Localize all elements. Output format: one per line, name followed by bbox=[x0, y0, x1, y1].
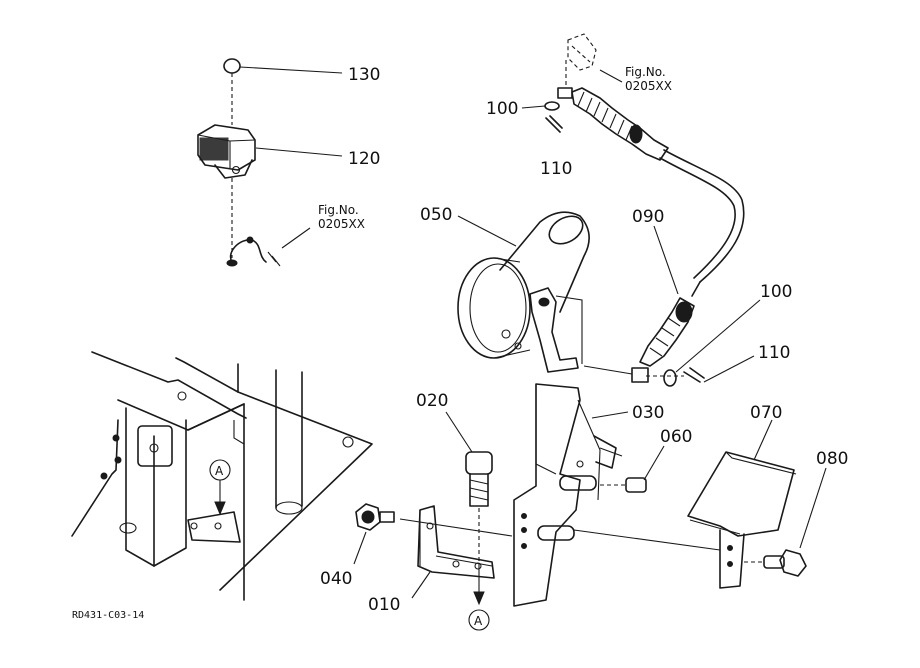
locknut-top bbox=[629, 124, 643, 144]
leader-100-right bbox=[675, 299, 761, 373]
fig-ref-top-line1: Fig.No. bbox=[625, 65, 666, 79]
drawing-code: RD431-C03-14 bbox=[72, 610, 144, 621]
fig-ref-left-line1: Fig.No. bbox=[318, 203, 359, 217]
washer-part-100-top bbox=[544, 101, 560, 111]
wire-harness bbox=[229, 239, 267, 263]
leader-120 bbox=[255, 147, 343, 157]
bracket-part-030 bbox=[513, 383, 623, 607]
motor-arm bbox=[529, 287, 579, 373]
callout-020: 020 bbox=[416, 391, 448, 411]
bolt-part-080 bbox=[744, 549, 807, 577]
break-mark bbox=[267, 251, 281, 267]
callout-100-right: 100 bbox=[760, 282, 792, 302]
frame-mount-bracket bbox=[187, 511, 241, 543]
bracket-part-010 bbox=[399, 505, 513, 579]
rod-end-part-090 bbox=[583, 281, 705, 387]
callout-090: 090 bbox=[632, 207, 664, 227]
pin-part-110-right bbox=[683, 367, 705, 383]
leader-050 bbox=[457, 215, 517, 247]
callout-100-top: 100 bbox=[486, 99, 518, 119]
bolt-part-040 bbox=[355, 503, 395, 531]
leader-130 bbox=[239, 66, 343, 74]
ghost-lever bbox=[567, 33, 597, 71]
bolt-part-020 bbox=[465, 451, 493, 566]
callout-050: 050 bbox=[420, 205, 452, 225]
ref-marker-a-bottom bbox=[468, 609, 490, 631]
leader-fig-left bbox=[281, 227, 311, 249]
fig-ref-top-line2: 0205XX bbox=[625, 79, 672, 93]
sensor-assembly bbox=[197, 58, 281, 267]
callout-110-right: 110 bbox=[758, 343, 790, 363]
callout-080: 080 bbox=[816, 449, 848, 469]
fig-ref-left-line2: 0205XX bbox=[318, 217, 365, 231]
pin-part-110-top bbox=[545, 115, 563, 133]
leader-100-top bbox=[521, 105, 546, 109]
motor-part-050 bbox=[457, 211, 590, 373]
leader-080 bbox=[799, 467, 827, 549]
leader-110-right bbox=[703, 355, 755, 383]
leader-040 bbox=[353, 531, 367, 565]
washer-part-100-right bbox=[663, 369, 677, 387]
leader-090 bbox=[653, 225, 679, 295]
ref-marker-a-frame-label: A bbox=[215, 464, 224, 478]
callout-060: 060 bbox=[660, 427, 692, 447]
cable-end-assembly bbox=[544, 33, 745, 283]
floor-plate bbox=[219, 391, 373, 591]
leader-020 bbox=[445, 411, 473, 453]
motor-plate bbox=[555, 295, 583, 364]
callout-030: 030 bbox=[632, 403, 664, 423]
leader-060 bbox=[643, 445, 665, 481]
leader-030 bbox=[591, 411, 629, 419]
callout-070: 070 bbox=[750, 403, 782, 423]
cover-link-line bbox=[573, 529, 721, 551]
ref-marker-a-bottom-label: A bbox=[474, 614, 483, 628]
stud-lower bbox=[537, 525, 575, 541]
callout-130: 130 bbox=[348, 65, 380, 85]
leader-010 bbox=[411, 571, 431, 599]
bolt-part-060 bbox=[600, 477, 647, 493]
cover-flange bbox=[719, 529, 745, 589]
frame-clamp bbox=[137, 425, 173, 467]
arrow-head-a bbox=[473, 591, 485, 606]
callout-110-top: 110 bbox=[540, 159, 572, 179]
wire-connector bbox=[246, 236, 254, 244]
callout-010: 010 bbox=[368, 595, 400, 615]
clevis-end bbox=[631, 367, 649, 383]
switch-part-120 bbox=[197, 124, 256, 179]
cover-part-070 bbox=[573, 451, 797, 589]
cable-thread-top bbox=[571, 87, 669, 161]
callout-120: 120 bbox=[348, 149, 380, 169]
clevis-pin bbox=[557, 87, 573, 99]
wire-terminal bbox=[226, 259, 238, 267]
cable-sheath bbox=[663, 149, 745, 283]
callout-040: 040 bbox=[320, 569, 352, 589]
rod-link-line bbox=[583, 365, 633, 375]
leader-070 bbox=[753, 419, 773, 461]
stud-upper bbox=[559, 475, 597, 491]
cap-part-130 bbox=[223, 58, 241, 74]
leader-fig-top bbox=[599, 69, 623, 83]
frame-structure bbox=[71, 351, 373, 601]
